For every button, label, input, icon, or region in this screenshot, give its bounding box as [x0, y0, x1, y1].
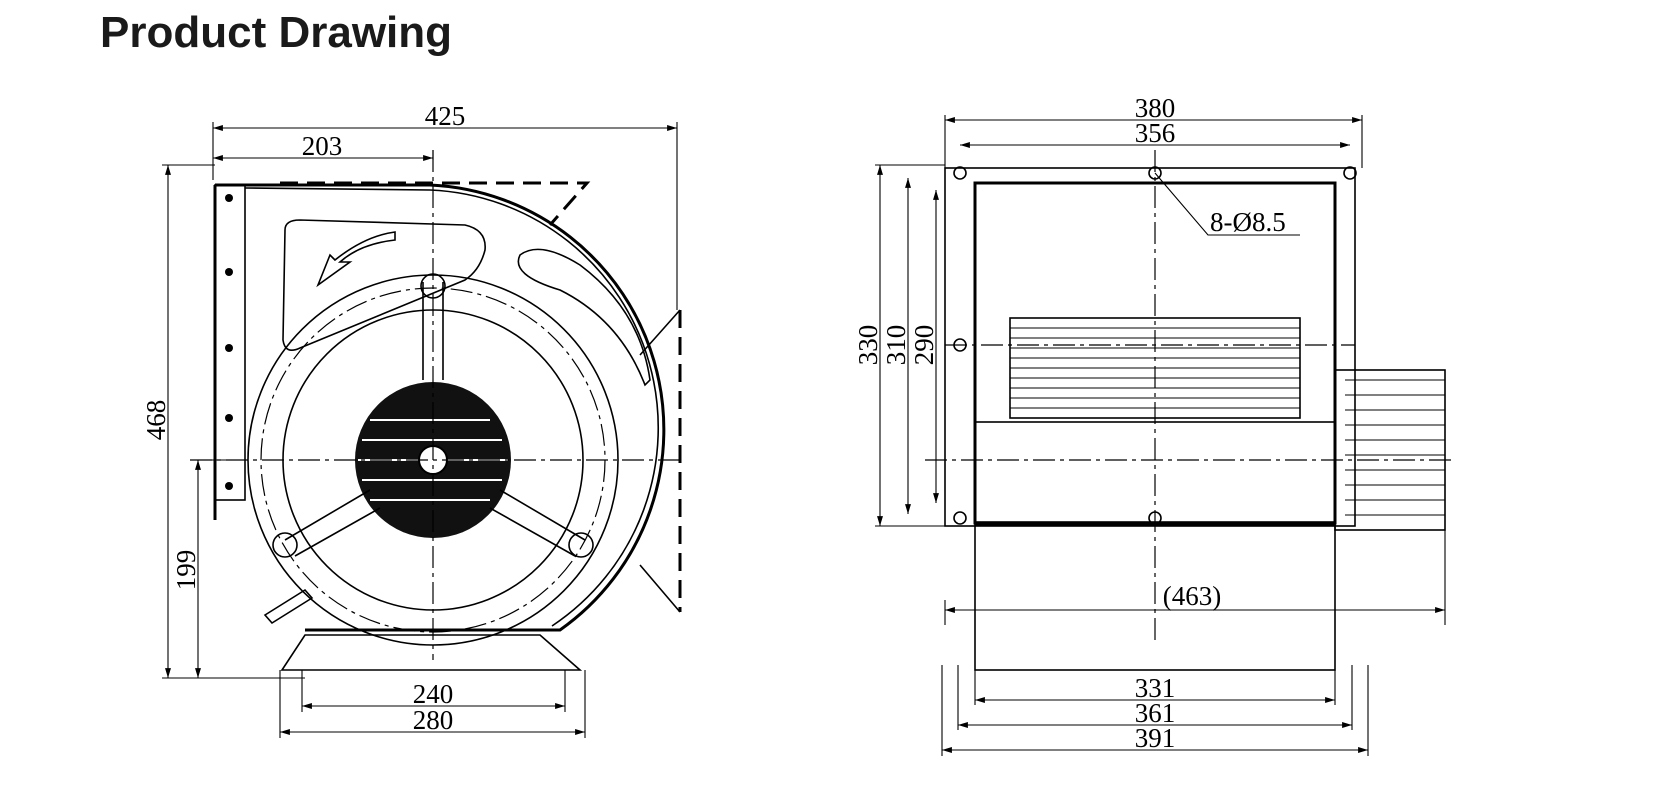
mounting-flange [214, 184, 246, 501]
scroll-lower [974, 421, 1336, 523]
spoke-top [422, 282, 444, 380]
base-foot [280, 634, 583, 671]
dim-base-inner: 240 [413, 679, 454, 709]
dim-height-total: 468 [141, 400, 171, 441]
flange-holes [225, 194, 233, 490]
spoke-right [489, 489, 586, 557]
hole-leader [1154, 172, 1300, 236]
dim-height-lower: 199 [171, 550, 201, 591]
cable-gland [263, 588, 314, 625]
side-dim-base-361: 361 [1135, 698, 1176, 728]
side-dim-height-290: 290 [909, 325, 939, 366]
side-motor [1334, 369, 1446, 531]
side-view: 380 356 8-Ø8.5 330 310 290 (463) 331 361 [853, 93, 1455, 756]
side-motor-fins [1345, 379, 1445, 516]
upper-slot [282, 219, 486, 351]
page-title: Product Drawing [100, 8, 453, 57]
side-flange-frame [944, 167, 1356, 527]
side-dim-height-330: 330 [853, 325, 883, 366]
outlet-dashed-outline [280, 181, 591, 226]
side-dim-base-391: 391 [1135, 723, 1176, 753]
airflow-arrow-icon [316, 231, 396, 288]
spoke-right-bolt [568, 532, 594, 558]
spoke-left [284, 489, 381, 557]
dim-width-partial: 203 [302, 131, 343, 161]
side-dim-base-331: 331 [1135, 673, 1176, 703]
spoke-left-bolt [272, 532, 298, 558]
side-dim-height-310: 310 [881, 325, 911, 366]
dim-width-total: 425 [425, 101, 466, 131]
front-view: 425 203 468 199 240 280 [141, 101, 682, 738]
side-outlet-edges [639, 309, 681, 613]
side-dim-width-inner: 356 [1135, 118, 1176, 148]
right-slot [517, 248, 651, 387]
side-dim-depth-overall: (463) [1163, 581, 1221, 611]
side-dim-width-total: 380 [1135, 93, 1176, 123]
scroll-housing-inner [244, 187, 659, 627]
hole-spec: 8-Ø8.5 [1210, 207, 1286, 237]
dim-base-outer: 280 [413, 705, 454, 735]
